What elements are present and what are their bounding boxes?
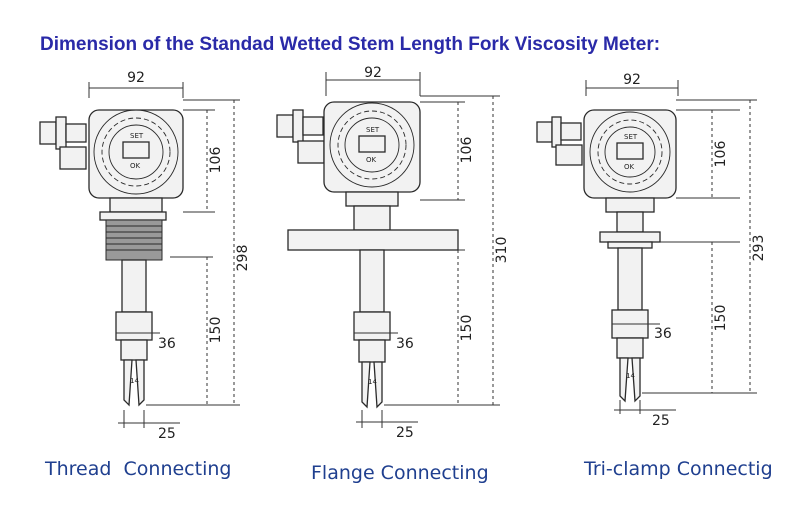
- display-ok-label: OK: [366, 156, 377, 164]
- display-set-label: SET: [624, 133, 638, 141]
- dim-head-width: 92: [127, 70, 145, 86]
- display-ok-label: OK: [130, 162, 141, 170]
- page-title: Dimension of the Standad Wetted Stem Len…: [40, 34, 661, 55]
- dim-stem: 150: [713, 305, 729, 332]
- display-set-label: SET: [130, 132, 144, 140]
- dim-head-height: 106: [713, 141, 729, 168]
- display-set-label: SET: [366, 126, 380, 134]
- dim-head-width: 92: [364, 65, 382, 81]
- dim-tine: 14: [368, 378, 377, 386]
- dim-head-height: 106: [208, 147, 224, 174]
- caption-triclamp: Tri-clamp Connectig: [584, 458, 773, 480]
- dim-tine: 14: [626, 372, 635, 380]
- dim-stem: 150: [459, 315, 475, 342]
- dim-body-dia: 36: [158, 336, 176, 352]
- dim-tine: 14: [130, 377, 139, 385]
- dim-fork-width: 25: [652, 413, 670, 429]
- display-ok-label: OK: [624, 163, 635, 171]
- dim-total: 293: [751, 235, 767, 262]
- dim-fork-width: 25: [158, 426, 176, 442]
- thread-meter: 92 SET OK 14 106: [39, 70, 251, 442]
- dim-fork-width: 25: [396, 425, 414, 441]
- dim-total: 310: [494, 237, 510, 264]
- caption-thread: Thread Connecting: [45, 458, 232, 480]
- dim-body-dia: 36: [396, 336, 414, 352]
- caption-flange: Flange Connecting: [311, 462, 489, 484]
- dim-stem: 150: [208, 317, 224, 344]
- triclamp-meter: 92 SET OK 14 106 293: [536, 72, 767, 429]
- dim-total: 298: [235, 245, 251, 272]
- dim-body-dia: 36: [654, 326, 672, 342]
- flange-meter: 92 SET OK 14 106 310: [276, 65, 510, 441]
- dim-head-width: 92: [623, 72, 641, 88]
- dim-head-height: 106: [459, 137, 475, 164]
